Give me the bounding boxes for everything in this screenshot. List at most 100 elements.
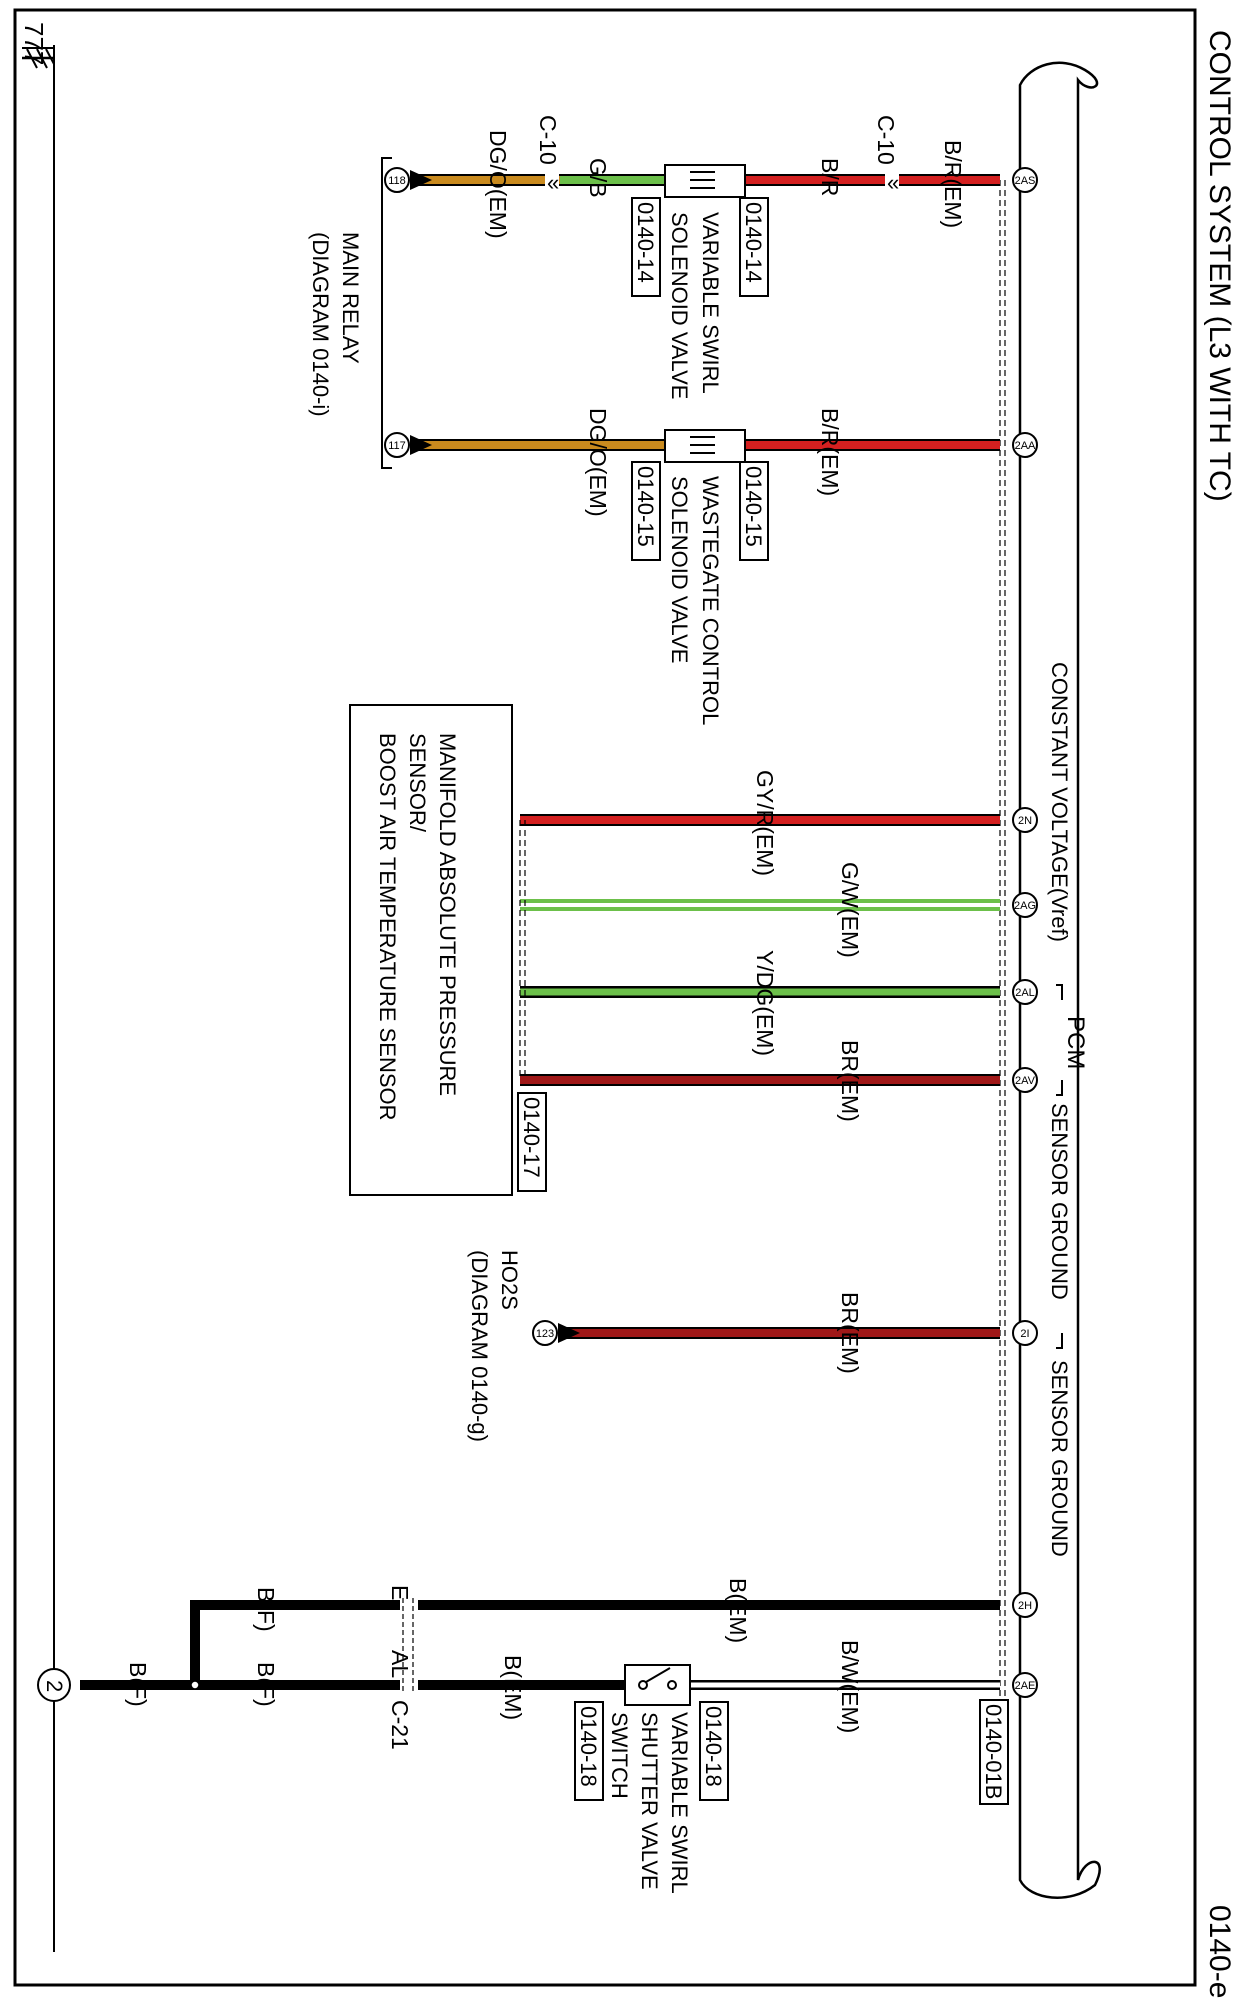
pcm-housing bbox=[1018, 61, 1101, 1899]
pin-2i-label: 2I bbox=[1020, 1328, 1029, 1340]
pin-2ae bbox=[1012, 1672, 1038, 1698]
ref-wg-bottom: 0140-15 bbox=[633, 466, 658, 547]
ref-box-vs-bottom bbox=[631, 197, 661, 297]
pin-2n-label: 2N bbox=[1018, 815, 1032, 827]
pin-123-label: 123 bbox=[536, 1328, 554, 1340]
pin-2av-label: 2AV bbox=[1015, 1075, 1036, 1087]
pin-2av bbox=[1012, 1067, 1038, 1093]
vs-switch-name-1: VARIABLE SWIRL bbox=[667, 1712, 692, 1894]
pin-2ae-label: 2AE bbox=[1015, 1680, 1036, 1692]
ground-symbol-label: 777 bbox=[19, 22, 49, 65]
arrow-123-icon bbox=[558, 1323, 580, 1343]
ho2s-name: HO2S bbox=[497, 1250, 522, 1310]
ref-box-wg-top bbox=[739, 461, 769, 561]
wg-solenoid-name-1: WASTEGATE CONTROL bbox=[698, 476, 723, 725]
pin-2al-label: 2AL bbox=[1015, 987, 1035, 999]
ref-box-pcm bbox=[979, 1699, 1009, 1805]
ref-vs-bottom: 0140-14 bbox=[633, 202, 658, 283]
wire-label-ydg-em: Y/DG(EM) bbox=[752, 950, 778, 1056]
vs-solenoid-name-2: SOLENOID VALVE bbox=[667, 212, 692, 399]
pin-2i bbox=[1012, 1320, 1038, 1346]
connector-c10-chevron-lower: « bbox=[547, 170, 559, 195]
pin-2ag bbox=[1012, 892, 1038, 918]
pcm-sensor-ground-1: SENSOR GROUND bbox=[1047, 1103, 1072, 1300]
ref-vsw-bottom: 0140-18 bbox=[576, 1706, 601, 1787]
pin-2h bbox=[1012, 1592, 1038, 1618]
pin-2aa bbox=[1012, 432, 1038, 458]
wire-label-dgo-em-1: DG/O(EM) bbox=[485, 130, 511, 239]
wire-label-c21: C-21 bbox=[387, 1700, 413, 1750]
arrow-118-icon bbox=[410, 170, 432, 190]
pin-2as-label: 2AS bbox=[1015, 175, 1036, 187]
wg-solenoid-name-2: SOLENOID VALVE bbox=[667, 476, 692, 663]
wire-label-bf-2: B(F) bbox=[253, 1662, 279, 1707]
wire-label-dgo-em-2: DG/O(EM) bbox=[585, 408, 611, 517]
connector-c10-chevron-upper: « bbox=[887, 170, 899, 195]
pin-2al bbox=[1012, 979, 1038, 1005]
connector-c10-gap-upper bbox=[885, 168, 899, 192]
wire-label-bw-em: B/W(EM) bbox=[837, 1640, 863, 1733]
wire-label-bf-1: B(F) bbox=[253, 1587, 279, 1632]
connector-c10-gap-lower bbox=[545, 168, 559, 192]
wire-label-gyr-em: GY/R(EM) bbox=[752, 770, 778, 876]
page-title: CONTROL SYSTEM (L3 WITH TC) bbox=[1203, 30, 1236, 502]
ground-bus bbox=[22, 45, 55, 1952]
wg-solenoid-symbol bbox=[664, 429, 746, 463]
pin-2ag-label: 2AG bbox=[1014, 900, 1036, 912]
ref-map: 0140-17 bbox=[519, 1097, 544, 1178]
ground-symbol-icon bbox=[22, 48, 55, 69]
vs-solenoid-symbol bbox=[664, 164, 746, 198]
map-sensor-name-2: SENSOR/ bbox=[405, 733, 430, 833]
pcm-bracket-ground-1 bbox=[1056, 1080, 1063, 1096]
pcm-bracket-ground-2 bbox=[1056, 1333, 1063, 1349]
vs-switch-name-3: SWITCH bbox=[607, 1712, 632, 1799]
wire-label-br-em-b: BR(EM) bbox=[837, 1292, 863, 1374]
pin-2as bbox=[1012, 167, 1038, 193]
pcm-constant-voltage: CONSTANT VOLTAGE(Vref) bbox=[1047, 662, 1072, 942]
wire-label-br-1: B/R bbox=[817, 158, 843, 196]
ho2s-diagram: (DIAGRAM 0140-g) bbox=[467, 1250, 492, 1442]
vs-switch-name-2: SHUTTER VALVE bbox=[637, 1712, 662, 1890]
pin-117 bbox=[384, 432, 410, 458]
ref-vs-top: 0140-14 bbox=[741, 202, 766, 283]
main-relay-diagram: (DIAGRAM 0140-i) bbox=[308, 232, 333, 417]
map-sensor-box bbox=[349, 704, 513, 1196]
wire-label-c10-b: C-10 bbox=[535, 115, 561, 165]
pin-2h-label: 2H bbox=[1018, 1600, 1032, 1612]
ref-box-vsw-bottom bbox=[574, 1701, 604, 1801]
wire-label-br-em-2: B/R(EM) bbox=[817, 408, 843, 496]
ref-box-wg-bottom bbox=[631, 461, 661, 561]
wire-label-al: AL bbox=[387, 1650, 413, 1678]
pin-123 bbox=[532, 1320, 558, 1346]
pin-2aa-label: 2AA bbox=[1015, 440, 1036, 452]
pin-118-label: 118 bbox=[388, 175, 406, 187]
wire-label-br-em-a: BR(EM) bbox=[837, 1040, 863, 1122]
ground-point-2 bbox=[37, 1668, 71, 1702]
wire-label-br-em-1: B/R(EM) bbox=[940, 140, 966, 228]
map-sensor-name-1: MANIFOLD ABSOLUTE PRESSURE bbox=[435, 733, 460, 1096]
pcm-sensor-ground-2: SENSOR GROUND bbox=[1047, 1360, 1072, 1557]
pcm-bracket-vref bbox=[1056, 984, 1063, 1000]
ref-pcm: 0140-01B bbox=[981, 1704, 1006, 1799]
main-relay-bracket bbox=[381, 157, 392, 469]
map-sensor-name-3: BOOST AIR TEMPERATURE SENSOR bbox=[375, 733, 400, 1121]
pin-118 bbox=[384, 167, 410, 193]
page-id: 0140-e bbox=[1203, 1905, 1236, 1998]
ref-box-map bbox=[517, 1092, 547, 1192]
pcm-label: PCM bbox=[1062, 1016, 1089, 1069]
wire-label-b-em-1: B(EM) bbox=[725, 1578, 751, 1643]
vs-switch-symbol bbox=[624, 1664, 691, 1706]
ref-box-vs-top bbox=[739, 197, 769, 297]
diagram-border bbox=[13, 8, 1197, 1987]
ground-point-label: 2 bbox=[42, 1680, 67, 1692]
pin-117-label: 117 bbox=[388, 440, 406, 452]
main-relay-name: MAIN RELAY bbox=[338, 232, 363, 364]
ref-box-vsw-top bbox=[699, 1701, 729, 1801]
wire-label-c10-a: C-10 bbox=[873, 115, 899, 165]
wire-label-bf-3: B(F) bbox=[125, 1662, 151, 1707]
wire-label-b-em-2: B(EM) bbox=[500, 1655, 526, 1720]
wire-label-gb: G/B bbox=[585, 158, 611, 198]
wire-label-e: E bbox=[387, 1585, 413, 1600]
ref-wg-top: 0140-15 bbox=[741, 466, 766, 547]
